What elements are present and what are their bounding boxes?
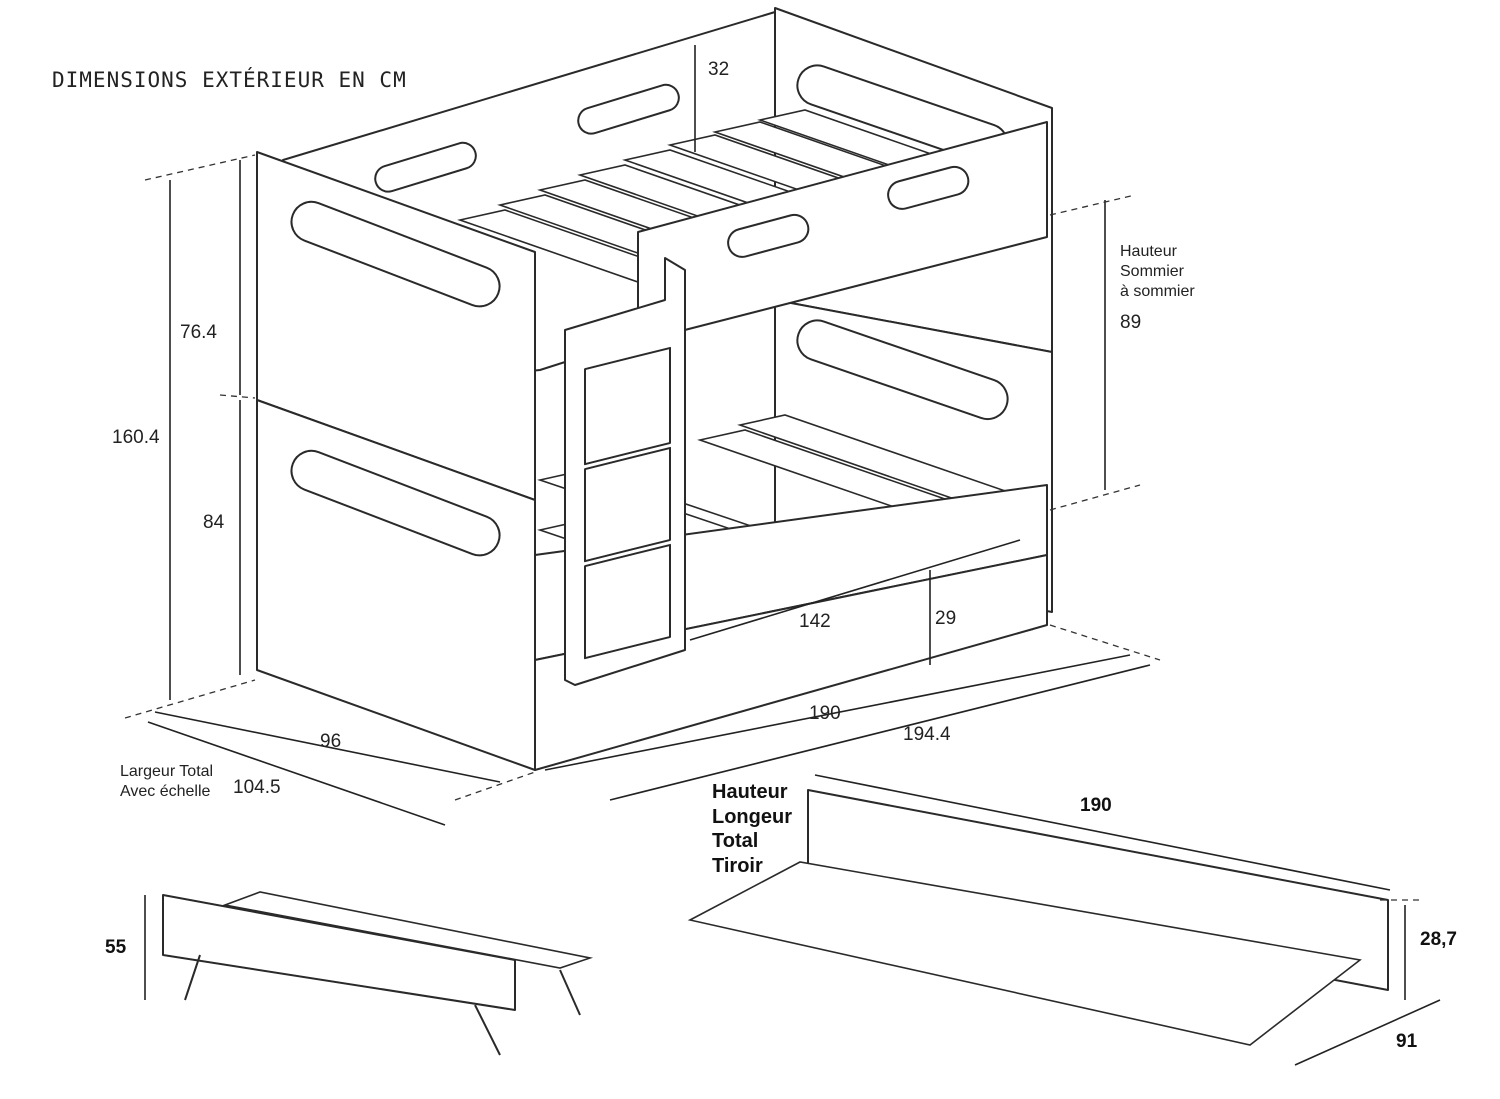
inner-length-label: 190 [809,703,841,724]
mattress-to-mattress-value: 89 [1120,312,1142,333]
upper-section-height-label: 76.4 [180,322,217,343]
trundle-extended-height-label: 55 [105,937,127,958]
width-label: 96 [320,731,342,752]
under-bed-clearance-label: 29 [935,608,957,629]
trundle-large [687,774,1441,1066]
drawer-height-label: 28,7 [1420,929,1457,950]
drawer-length-label: 190 [1080,795,1112,816]
mattress-to-mattress-caption: Hauteur Sommier à sommier [1120,243,1195,300]
ladder-clearance-label: 142 [799,611,831,632]
width-with-ladder-caption: Largeur Total Avec échelle [120,763,214,800]
dimension-lines [124,45,1161,826]
total-length-label: 194.4 [903,724,951,745]
trundle-small [144,891,594,1056]
total-height-label: 160.4 [112,427,160,448]
bunk-bed-frame [256,7,1053,771]
drawer-caption: Hauteur Longeur Total Tiroir [712,781,792,877]
drawer-width-label: 91 [1396,1031,1418,1052]
top-guard-height-label: 32 [708,59,730,80]
page-title: DIMENSIONS EXTÉRIEUR EN CM [52,68,407,92]
lower-section-height-label: 84 [203,512,225,533]
width-with-ladder-value: 104.5 [233,777,281,798]
ladder [564,257,686,686]
